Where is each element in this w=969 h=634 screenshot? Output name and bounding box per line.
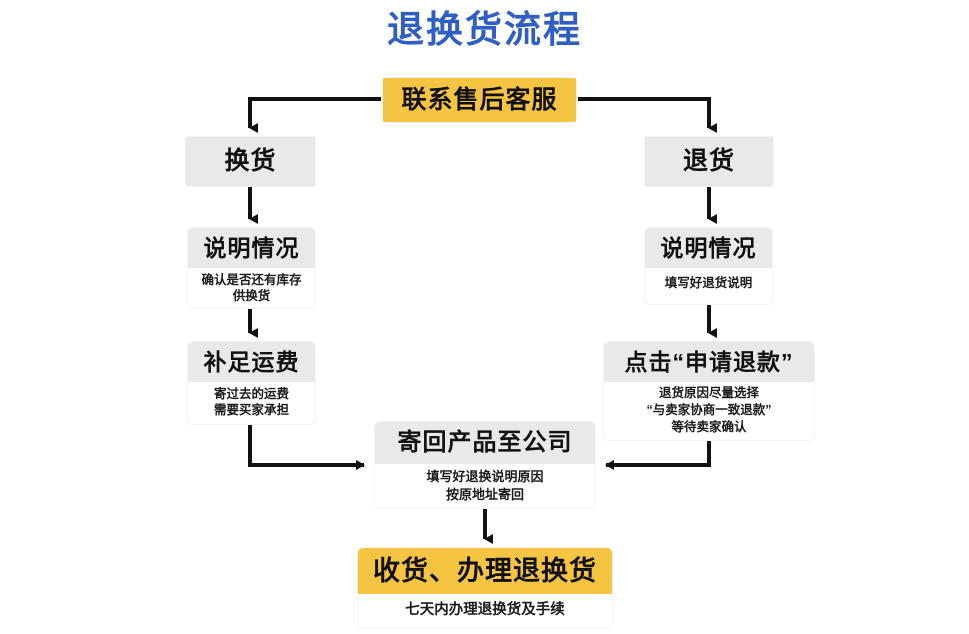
node-explain-left-title: 说明情况 bbox=[188, 228, 315, 268]
node-return[interactable]: 退货 bbox=[645, 137, 773, 186]
node-freight-title: 补足运费 bbox=[188, 342, 315, 382]
connector-refund-to-ship-back bbox=[605, 441, 711, 470]
node-exchange-title: 换货 bbox=[186, 137, 315, 186]
node-refund-title: 点击“申请退款” bbox=[604, 342, 814, 382]
node-receive-title: 收货、办理退换货 bbox=[358, 548, 612, 594]
node-receive-body: 七天内办理退换货及手续 bbox=[358, 594, 612, 628]
node-freight-body: 寄过去的运费 需要买家承担 bbox=[188, 382, 315, 424]
node-contact-after-sales[interactable]: 联系售后客服 bbox=[383, 78, 576, 122]
node-explain-right-body: 填写好退货说明 bbox=[645, 268, 772, 304]
node-refund-line2: “与卖家协商一致退款” bbox=[646, 403, 772, 417]
node-freight-line2: 需要买家承担 bbox=[213, 403, 289, 417]
page-title: 退换货流程 bbox=[387, 9, 582, 50]
connector-contact-to-exchange bbox=[248, 97, 381, 133]
node-supplement-freight[interactable]: 补足运费 寄过去的运费 需要买家承担 bbox=[188, 342, 315, 424]
node-ship-back-line1: 填写好退换说明原因 bbox=[426, 469, 544, 484]
node-ship-product-back[interactable]: 寄回产品至公司 填写好退换说明原因 按原地址寄回 bbox=[375, 422, 595, 508]
node-freight-line1: 寄过去的运费 bbox=[213, 387, 289, 401]
node-exchange[interactable]: 换货 bbox=[186, 137, 315, 186]
node-explain-situation-exchange[interactable]: 说明情况 确认是否还有库存 供换货 bbox=[188, 228, 315, 308]
node-explain-left-body: 确认是否还有库存 供换货 bbox=[188, 268, 315, 308]
node-refund-body: 退货原因尽量选择 “与卖家协商一致退款” 等待卖家确认 bbox=[604, 382, 814, 440]
node-explain-left-line1: 确认是否还有库存 bbox=[201, 273, 302, 287]
connector-freight-to-ship-back bbox=[248, 425, 365, 470]
node-receive-line1: 七天内办理退换货及手续 bbox=[405, 602, 565, 618]
node-explain-right-line1: 填写好退货说明 bbox=[664, 276, 753, 290]
node-refund-line1: 退货原因尽量选择 bbox=[658, 386, 759, 400]
node-ship-back-line2: 按原地址寄回 bbox=[445, 487, 524, 502]
node-ship-back-body: 填写好退换说明原因 按原地址寄回 bbox=[375, 464, 595, 508]
node-receive-and-process[interactable]: 收货、办理退换货 七天内办理退换货及手续 bbox=[358, 548, 612, 628]
node-contact-title: 联系售后客服 bbox=[383, 78, 576, 122]
node-apply-refund[interactable]: 点击“申请退款” 退货原因尽量选择 “与卖家协商一致退款” 等待卖家确认 bbox=[604, 342, 814, 440]
node-return-title: 退货 bbox=[645, 137, 773, 186]
node-explain-right-title: 说明情况 bbox=[645, 228, 772, 268]
node-explain-situation-return[interactable]: 说明情况 填写好退货说明 bbox=[645, 228, 772, 304]
node-refund-line3: 等待卖家确认 bbox=[671, 420, 747, 434]
node-ship-back-title: 寄回产品至公司 bbox=[375, 422, 595, 464]
node-explain-left-line2: 供换货 bbox=[232, 289, 271, 303]
connector-contact-to-return bbox=[578, 97, 717, 133]
